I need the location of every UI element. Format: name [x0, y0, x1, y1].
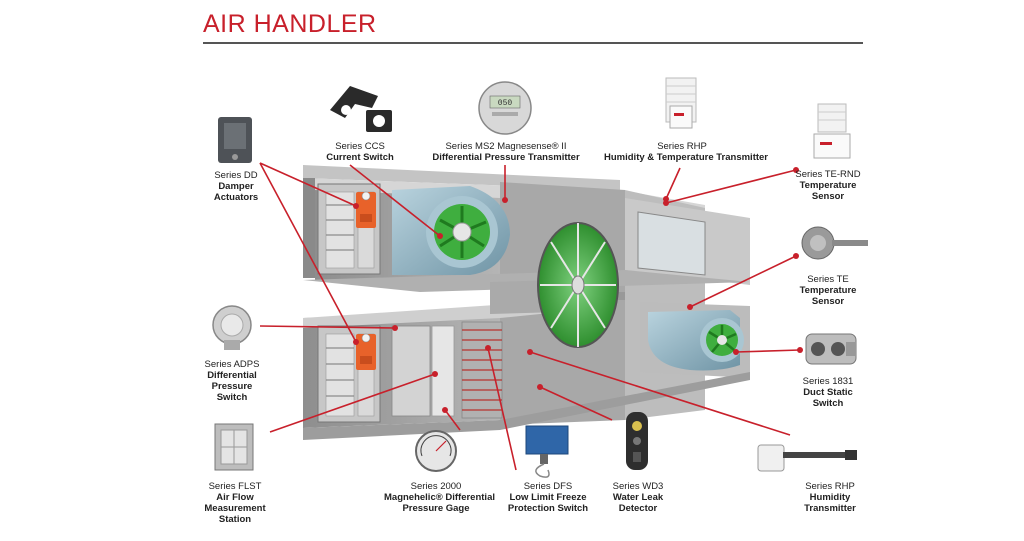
label-humidity-transmitter: Series RHP Humidity Transmitter: [798, 481, 862, 514]
label-magnehelic-pressure-gage: Series 2000 Magnehelic® Differential Pre…: [384, 481, 495, 514]
label-name-line: Temperature: [799, 285, 857, 296]
label-name-line: Water Leak: [612, 492, 664, 503]
label-series: Series RHP: [657, 141, 707, 152]
label-series: Series 2000: [410, 481, 462, 492]
label-name-line: Humidity: [809, 492, 851, 503]
te-rnd-sensor-product: [813, 103, 851, 159]
label-name-line: Pressure: [211, 381, 253, 392]
label-name-line: Duct Static: [803, 387, 853, 398]
transmitter-display-text: 050: [498, 99, 513, 108]
magnehelic-gage-product: [415, 430, 457, 472]
label-series: Series WD3: [612, 481, 664, 492]
humidity-temp-transmitter-product: [665, 77, 697, 129]
label-water-leak-detector: Series WD3 Water Leak Detector: [608, 481, 668, 514]
dfs-switch-product: [525, 425, 569, 478]
label-name-line: Protection Switch: [507, 503, 589, 514]
label-name-line: Sensor: [811, 296, 845, 307]
label-series: Series DD: [214, 170, 258, 181]
label-name-line: Differential: [207, 370, 257, 381]
label-name-line: Actuators: [213, 192, 259, 203]
label-te-temperature-sensor: Series TE Temperature Sensor: [796, 274, 860, 307]
label-name-line: Transmitter: [804, 503, 856, 514]
label-name-line: Switch: [216, 392, 248, 403]
label-te-rnd-temperature-sensor: Series TE-RND Temperature Sensor: [794, 169, 862, 202]
heating-coil: [461, 321, 503, 419]
label-series: Series 1831: [802, 376, 854, 387]
label-damper-actuators: Series DD Damper Actuators: [210, 170, 262, 203]
label-name-line: Detector: [618, 503, 658, 514]
leader-dots: [353, 167, 803, 413]
label-current-switch: Series CCS Current Switch: [320, 141, 400, 163]
supply-fan: [392, 186, 510, 275]
adps-switch-product: [212, 305, 252, 350]
title-underline: [203, 42, 863, 44]
page-title: AIR HANDLER: [203, 10, 377, 38]
label-name-line: Measurement: [204, 503, 266, 514]
label-series: Series CCS: [335, 141, 385, 152]
label-series: Series ADPS: [204, 359, 260, 370]
label-series: Series TE: [807, 274, 849, 285]
label-name-line: Magnehelic® Differential: [384, 492, 495, 503]
label-name-line: Humidity & Temperature Transmitter: [604, 152, 769, 163]
pressure-transmitter-product: 050: [478, 81, 532, 135]
label-name-line: Pressure Gage: [402, 503, 470, 514]
label-name-line: Low Limit Freeze: [509, 492, 587, 503]
filter-panels: [391, 325, 455, 417]
label-series: Series FLST: [208, 481, 262, 492]
te-sensor-product: [801, 226, 868, 260]
label-series: Series RHP: [805, 481, 855, 492]
duct-static-switch-product: [805, 333, 857, 365]
label-series: Series TE-RND: [795, 169, 861, 180]
label-name-line: Differential Pressure Transmitter: [432, 152, 580, 163]
label-freeze-protection-switch: Series DFS Low Limit Freeze Protection S…: [506, 481, 590, 514]
damper-actuator-product: [218, 117, 252, 163]
label-duct-static-switch: Series 1831 Duct Static Switch: [796, 376, 860, 409]
exhaust-fan: [648, 310, 744, 371]
label-name-line: Sensor: [811, 191, 845, 202]
label-series: Series DFS: [523, 481, 573, 492]
label-name-line: Current Switch: [326, 152, 394, 163]
label-name-line: Damper: [218, 181, 254, 192]
energy-recovery-wheel: [537, 222, 619, 348]
current-switch-product: [330, 86, 392, 132]
label-name-line: Switch: [812, 398, 844, 409]
label-name-line: Air Flow: [216, 492, 254, 503]
leader-lines: [259, 162, 801, 471]
lower-damper-actuator: [356, 333, 376, 370]
upper-damper-actuator: [356, 191, 376, 228]
rhp-transmitter-product: [757, 444, 857, 472]
label-series: Series MS2 Magnesense® II: [445, 141, 567, 152]
wd3-detector-product: [626, 412, 648, 470]
label-name-line: Temperature: [799, 180, 857, 191]
label-humidity-temperature-transmitter: Series RHP Humidity & Temperature Transm…: [604, 141, 769, 163]
flst-station-product: [214, 423, 254, 471]
label-name-line: Station: [218, 514, 252, 525]
label-differential-pressure-transmitter: Series MS2 Magnesense® II Differential P…: [432, 141, 580, 163]
label-air-flow-measurement-station: Series FLST Air Flow Measurement Station: [198, 481, 272, 525]
label-differential-pressure-switch: Series ADPS Differential Pressure Switch: [202, 359, 262, 403]
